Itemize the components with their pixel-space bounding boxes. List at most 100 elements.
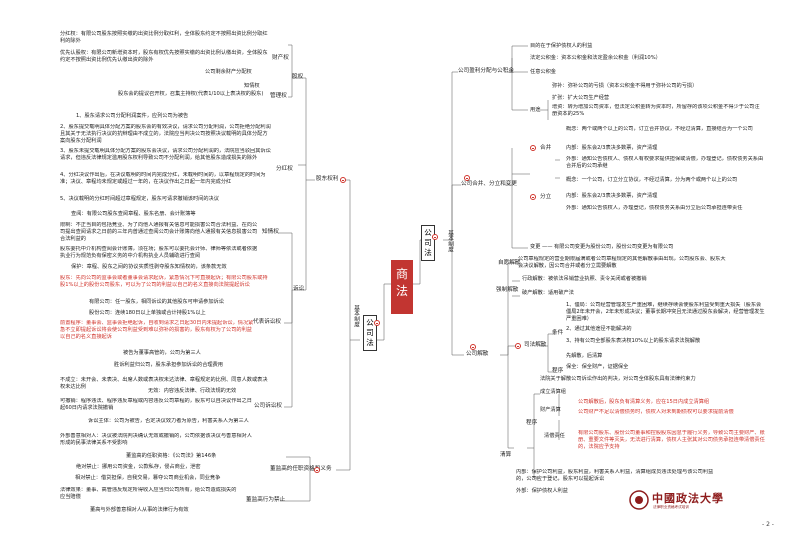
management-rights-label: 管理权: [270, 93, 287, 99]
procedure-label: 程序: [552, 368, 564, 374]
split-label: 分立: [540, 194, 552, 200]
note-q6: 公司财产不足以清偿债务时，债权人对未到期债权可以要求提前清偿: [578, 409, 734, 415]
note-c4: 保护：章程、股东之间的协议实质性剥夺股东知情权的，该条款无效: [71, 264, 227, 270]
left-basic-system: 基本制度: [353, 305, 359, 328]
note-d1: 有限公司：任一股东，相同诉讼的其他股东可申请参加诉讼: [89, 299, 224, 305]
note-b4: 4、分红决议作出后，在决议载明的时间内完成分红，未载明时间的，以章程规定的时间为…: [60, 172, 266, 186]
center-title-2: 法: [395, 284, 408, 298]
note-m2: 概念：两个或两个以上的公司，订立合并协议，不经过清算，直接结合为一个公司: [566, 126, 753, 132]
note-q3: 成立清算组: [540, 389, 566, 395]
note-p7: 增资：转为增加公司资本，但法定公积金转为资本时，所留存的该项公积金不得少于公司注…: [552, 104, 760, 118]
note-q4: 财产清算: [540, 407, 561, 413]
dissolution-label: 公司解散: [466, 351, 489, 357]
note-p2: 法定公积金：资本公积金和法定盈余公积金（利润10%）: [530, 55, 661, 61]
note-info: 知情权: [244, 83, 260, 89]
note-b5: 5、决议载明的分红时间超过章程规定，股东可请求撤销该时间的决议: [60, 196, 219, 202]
note-p1: 目的在于保护债权人的利益: [530, 43, 593, 49]
note-d4: 被告为董事高管的，公司为第三人: [123, 350, 201, 356]
liquidation-procedure-label: 程序: [526, 420, 538, 426]
merger-sub-label: 合并: [540, 145, 552, 151]
condition-label: 条件: [552, 330, 564, 336]
note-s13: 保全：保全财产，证据保全: [566, 364, 629, 370]
note-c1: 查阅：有限公司股东查阅章程、股东名册、会计账簿等: [71, 211, 196, 217]
note-p5: 弥补：弥补公司的亏损（资本公积金不得用于弥补公司的亏损）: [552, 83, 698, 89]
note-m8: 外部：通知公告债权人，办理登记，债权债务关系由分立后公司承担连带责任: [566, 205, 743, 211]
note-e5: 外部善意相对人：决议被法院判决确认无效或撤销的，公司依据该决议与善意相对人形成的…: [60, 433, 252, 447]
left-root-box: 公司法: [363, 315, 377, 351]
logo-subtext: 法律职业资格考试培训: [653, 505, 689, 509]
collapse-icon[interactable]: [530, 145, 536, 151]
rep-litigation-label: 代表诉讼权: [253, 319, 281, 325]
behaviour-ban-label: 董监高行为禁止: [246, 497, 286, 503]
note-s8: 1、僵局：公司经营管理发生严重困难，继续存续会使股东利益受到重大损失（股东会僵局…: [566, 302, 765, 323]
page-number: - 2 -: [762, 521, 774, 528]
note-s12: 先解散，后清算: [566, 353, 603, 359]
note-f5: 董高与外部善意相对人从事的法律行为有效: [90, 507, 189, 513]
note-f2: 绝对禁止：挪用公司资金，公款私存，侵占商业，泄密: [76, 464, 201, 470]
note-p4: 用途: [530, 107, 541, 113]
note-b2: 2、股东提交载明具体分配方案的股东会的有效决议，请求公司分配利润，公司拒绝分配利…: [60, 124, 271, 145]
forced-label: 强制解散: [496, 287, 519, 293]
note-preemption: 优先认股权：有限公司新增资本时，股东有权优先按照实缴的出资比例认缴出资，全体股东…: [60, 50, 268, 64]
note-s9: 2、通过其他途径不能解决的: [566, 326, 632, 332]
note-e1: 不成立：未开会、未表决、出席人数或表决权未达法律、章程规定的比例、同意人数或表决…: [60, 377, 268, 391]
note-meeting: 股东会的提议召开权，召集主持权(代表1/10以上表决权的股东): [118, 91, 264, 97]
note-m9: 变更 —— 有限公司变更为股份公司，股份公司变更为有限公司: [530, 244, 674, 250]
note-dividend-right: 分红权：有限公司股东按照实缴的出资比例分取红利，全体股东约定不按照出资比例分取红…: [60, 31, 268, 45]
liquidation-label: 清算: [500, 452, 512, 458]
collapse-icon[interactable]: [464, 175, 470, 181]
asset-rights-label: 财产权: [272, 55, 289, 61]
center-topic: 商 法: [391, 260, 413, 314]
note-f4: 法律效果：董事、高管违反规定所得收入应当归公司所有，给公司造成损失的应当赔偿: [60, 487, 237, 501]
note-b3: 3、股东未提交载明具体分配方案的股东会决议，请求公司分配利润的，法院应当驳回其诉…: [60, 148, 271, 162]
right-root-box: 公司法: [421, 225, 435, 261]
collapse-icon[interactable]: [530, 194, 536, 200]
note-p3: 任意公积金: [530, 69, 556, 75]
shareholder-rights-label: 股东权利: [316, 176, 339, 182]
collapse-icon[interactable]: [515, 343, 521, 349]
note-s14: 法院关于解散公司诉讼作出的判决，对公司全体股东具有法律约束力: [540, 376, 696, 382]
note-c2: 限制：不正当目的包括竞业、为了向他人通报有关信息可能损害公司合法利益、在向公司提…: [60, 222, 258, 243]
note-e4: 诉讼主体：公司为被告，否定决议效力者为原告，利害关系人为第三人: [88, 418, 249, 424]
equity-label: 股权: [292, 74, 304, 80]
collapse-icon[interactable]: [432, 234, 438, 240]
note-q-nonpar: 清偿责任: [544, 433, 565, 439]
note-b1: 1、股东请求公司分配利润案件，应列公司为被告: [76, 113, 189, 119]
senior-duty-label: 董监高的任职资格和义务: [270, 466, 332, 472]
collapse-icon[interactable]: [374, 320, 380, 326]
note-m6: 概念：一个公司，订立分立协议，不经过清算，分为两个或两个以上的公司: [566, 177, 738, 183]
litigation-label: 诉讼: [293, 286, 305, 292]
university-logo: 中國政法大學 法律职业资格考试培训: [628, 489, 748, 517]
center-title-1: 商: [395, 267, 408, 281]
note-d2: 股份公司：连续180日以上单独或合计持股1%以上: [89, 310, 206, 316]
note-p6: 扩张：扩大公司生产经营: [552, 95, 610, 101]
collapse-icon[interactable]: [314, 467, 320, 473]
note-f3: 相对禁止：借贷担保，自我交易，篡夺公司商业机会，同业竞争: [75, 475, 221, 481]
note-q5: 公司解散后，股东负有清算义务，应在15日内成立清算组: [578, 399, 710, 405]
seal-icon: [629, 490, 649, 510]
note-q10: 外部：保护债权人利益: [516, 488, 568, 494]
judicial-label: 司法解散: [524, 342, 547, 348]
note-s5: 行政解散：被依法吊销营业执照、责令关闭或者被撤销: [522, 276, 647, 282]
note-m3: 内部：股东会2/3表决多数票，资产清理: [566, 145, 658, 151]
note-m7: 内部：股东会2/3表决多数票，资产清理: [566, 193, 658, 199]
collapse-icon[interactable]: [340, 177, 346, 183]
note-d3: 前置程序：董事会、监事会拒绝起诉，自收到请求之日起30日内未提起诉讼，情况紧急不…: [60, 320, 254, 341]
note-f1: 董监高的任职资格：《公司法》第146条: [126, 453, 217, 459]
merger-label: 公司合并、分立和变更: [461, 181, 517, 187]
collapse-icon[interactable]: [470, 344, 476, 350]
note-d0: 股东：先向公司的监事会或者董事会请求起诉，紧急情况下可直接起诉；有限公司股东或持…: [60, 275, 268, 289]
profit-dist-label: 公司盈利分配与公积金: [458, 68, 514, 74]
note-e2: 无效：内容违反法律、行政法规的无效: [148, 388, 237, 394]
note-e3: 可撤销：程序违法、程序违反章程或内容违反公司章程的，股东可以自决议作出之日起60…: [60, 398, 252, 412]
note-q9: 内部：保护公司利益，股东利益，利害关系人利益，清算组成员违法处理与该公司利益的，…: [516, 469, 714, 483]
note-q8: 有限公司股东、股份公司董事和控股股东因怠于履行义务，导致公司主要财产、账册、重要…: [578, 430, 765, 451]
right-basic-system: 基本制度: [447, 230, 453, 253]
note-residual: 公司剩余财产分配权: [205, 69, 252, 75]
note-m4: 外部：通知公告债权人、债权人有权要求提供担保或清偿，办理登记，债权债务关系由合并…: [566, 156, 764, 170]
note-s4: 公司章程规定的营业期限届满或者公司章程规定的其他解散事由出现，公司股东会、股东大…: [518, 256, 726, 270]
info-rights-label: 知情权: [262, 229, 279, 235]
dividend-label: 分红权: [276, 166, 293, 172]
